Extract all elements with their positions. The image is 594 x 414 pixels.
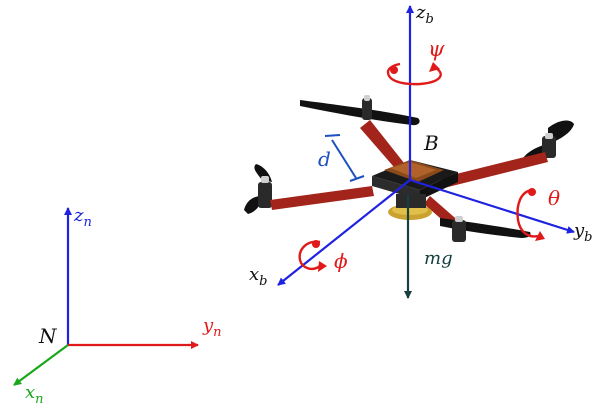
body-z-label: zb	[415, 2, 434, 27]
body-x-axis	[277, 179, 411, 286]
inertial-z-label: zn	[73, 205, 92, 230]
yaw-dot	[390, 66, 398, 74]
gravity-label: mg	[424, 248, 453, 269]
dimension-label: d	[318, 147, 331, 171]
pitch-dot	[528, 188, 536, 196]
central-hub	[372, 160, 458, 220]
pitch-rotation: θ	[516, 186, 560, 241]
pitch-arc	[516, 188, 539, 238]
body-frame: zb yb xb B	[249, 2, 593, 289]
yaw-label: ψ	[428, 37, 445, 61]
gravity-vector: mg	[404, 195, 453, 299]
roll-arrowhead	[318, 261, 327, 272]
inertial-x-label: xn	[25, 382, 44, 407]
roll-arc	[298, 240, 321, 271]
roll-rotation: ϕ	[298, 240, 348, 273]
dimension-tick-bottom	[349, 175, 365, 182]
propeller-back-left	[300, 95, 420, 126]
pitch-label: θ	[548, 186, 560, 210]
yaw-rotation: ψ	[386, 37, 445, 86]
arm-back-left	[360, 120, 408, 174]
arm-front-left	[270, 186, 374, 210]
inertial-origin-label: N	[38, 324, 58, 348]
body-y-label: yb	[573, 220, 593, 245]
inertial-x-axis	[13, 344, 69, 386]
quadcopter	[244, 95, 574, 242]
inertial-frame: N zn yn xn	[13, 205, 222, 407]
body-y-axis	[409, 178, 575, 234]
body-x-label: xb	[249, 264, 267, 289]
arm-length-dimension: d	[318, 134, 365, 182]
body-origin-label: B	[423, 131, 439, 155]
arm-back-right	[440, 152, 548, 188]
dimension-tick-top	[324, 134, 341, 137]
inertial-y-label: yn	[202, 315, 222, 340]
propeller-front-right	[440, 216, 531, 242]
dimension-line	[331, 139, 357, 179]
roll-label: ϕ	[334, 249, 348, 273]
yaw-arrowhead	[429, 62, 440, 72]
pitch-arrowhead	[535, 231, 545, 241]
roll-dot	[312, 240, 320, 248]
propeller-back-right	[522, 120, 574, 162]
propeller-front-left	[244, 164, 272, 214]
